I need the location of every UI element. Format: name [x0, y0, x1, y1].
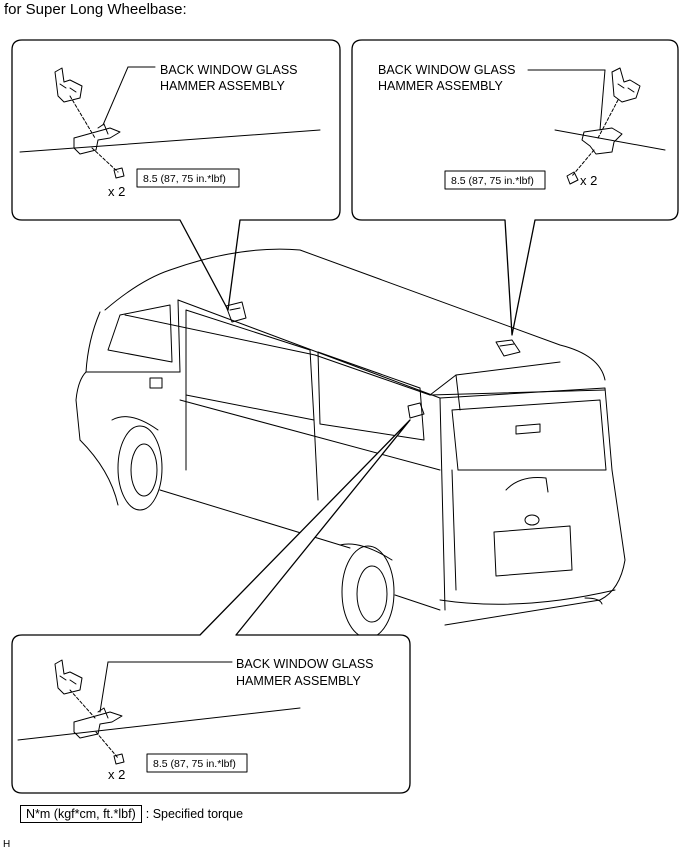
torque-value-bottom: 8.5 (87, 75 in.*lbf): [153, 758, 236, 770]
torque-unit-box: N*m (kgf*cm, ft.*lbf): [20, 805, 142, 823]
quantity-top-right: x 2: [580, 173, 597, 188]
hammer-sketch-top-right: [527, 67, 666, 185]
callout-box-bottom: [11, 419, 411, 794]
part-label-top-left-line1: BACK WINDOW GLASS: [160, 63, 298, 77]
diagram-heading: for Super Long Wheelbase:: [4, 1, 187, 18]
torque-box-top-left: [136, 168, 240, 188]
torque-value-top-right: 8.5 (87, 75 in.*lbf): [451, 175, 534, 187]
torque-legend-description: : Specified torque: [145, 807, 244, 821]
part-label-bottom-line1: BACK WINDOW GLASS: [236, 657, 374, 671]
part-label-top-right-line2: HAMMER ASSEMBLY: [378, 79, 503, 93]
quantity-top-left: x 2: [108, 184, 125, 199]
part-label-top-left-line2: HAMMER ASSEMBLY: [160, 79, 285, 93]
hammer-sketch-bottom: [17, 659, 301, 765]
figure-code: H: [3, 839, 11, 850]
hammer-sketch-top-left: [19, 66, 321, 179]
torque-box-top-right: [444, 170, 546, 190]
part-label-top-right-line1: BACK WINDOW GLASS: [378, 63, 516, 77]
quantity-bottom: x 2: [108, 767, 125, 782]
van-illustration: [75, 248, 626, 639]
part-label-bottom-line2: HAMMER ASSEMBLY: [236, 674, 361, 688]
torque-box-bottom: [146, 753, 248, 773]
torque-legend: N*m (kgf*cm, ft.*lbf) : Specified torque: [20, 805, 243, 823]
torque-value-top-left: 8.5 (87, 75 in.*lbf): [143, 173, 226, 185]
